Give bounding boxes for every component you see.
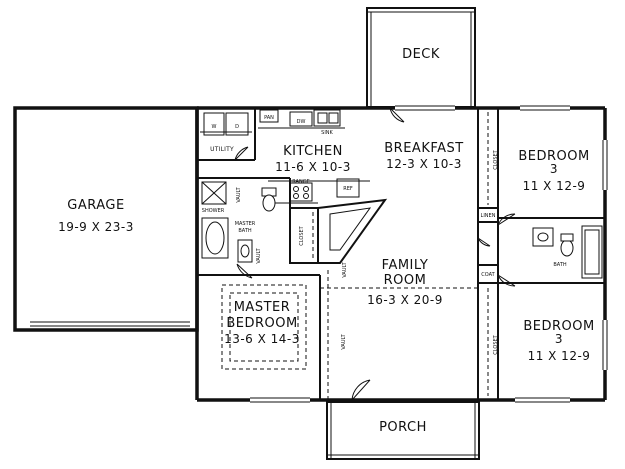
master-bedroom-label-2: BEDROOM: [226, 316, 297, 331]
washer-label: W: [212, 124, 217, 130]
bedroom-lower-number: 3: [555, 332, 563, 346]
utility-label: UTILITY: [210, 146, 234, 153]
hall-and-bedrooms: [477, 108, 605, 400]
master-bedroom-label-1: MASTER: [234, 300, 291, 315]
deck-label: DECK: [402, 47, 440, 62]
closet-lower-label: CLOSET: [493, 334, 499, 354]
utility-room: [197, 108, 256, 161]
bath-label: BATH: [553, 262, 567, 268]
shower-label: SHOWER: [202, 208, 225, 214]
bedroom-lower-label: BEDROOM: [523, 319, 594, 334]
vault-master-bath-label: VAULT: [236, 186, 242, 202]
bath-toilet: [560, 239, 574, 257]
family-room-label-1: FAMILY: [382, 258, 429, 273]
breakfast-label: BREAKFAST: [384, 141, 463, 156]
kitchen-dims: 11-6 X 10-3: [275, 160, 351, 174]
family-room-dims: 16-3 X 20-9: [367, 293, 443, 307]
bath-tub: [581, 225, 603, 279]
dw-label: DW: [297, 119, 306, 125]
master-bath: [197, 177, 291, 279]
bath-vanity: [532, 227, 554, 247]
coat-label: COAT: [481, 272, 495, 278]
closet-master-label: CLOSET: [299, 225, 305, 245]
bedroom-upper-dims: 11 X 12-9: [523, 179, 586, 193]
linen-label: LINEN: [481, 213, 496, 219]
master-bath-label-2: BATH: [238, 228, 252, 234]
garage-dims: 19-9 X 23-3: [58, 220, 134, 234]
washer: [203, 112, 225, 136]
range-label: RANGE: [292, 179, 309, 185]
garage-area: [13, 106, 199, 332]
house-walls: [195, 105, 608, 403]
range: [289, 182, 313, 202]
family-room-area: [320, 107, 478, 401]
vault-family-label: VAULT: [342, 261, 348, 277]
master-bedroom-dims: 13-6 X 14-3: [224, 332, 300, 346]
porch-area: [326, 401, 480, 460]
bedroom-upper-label: BEDROOM: [518, 149, 589, 164]
family-room-label-2: ROOM: [384, 273, 427, 288]
dryer-label: D: [235, 124, 239, 130]
breakfast-dims: 12-3 X 10-3: [386, 157, 462, 171]
sink-label: SINK: [321, 130, 333, 136]
refrigerator: [336, 178, 360, 198]
master-bedroom-area: [197, 274, 321, 400]
dryer: [225, 112, 249, 136]
kitchen-fixtures: [258, 109, 370, 204]
bath-toilet-tank: [560, 233, 574, 242]
toilet-bowl: [262, 194, 276, 212]
bedroom-lower-dims: 11 X 12-9: [528, 349, 591, 363]
fireplace: [317, 198, 388, 264]
kitchen-label: KITCHEN: [283, 144, 343, 159]
bedroom-upper-number: 3: [550, 162, 558, 176]
pan-label: PAN: [264, 115, 274, 121]
vanity: [237, 239, 253, 263]
ref-label: REF: [343, 186, 353, 192]
master-bath-label-1: MASTER: [235, 221, 256, 227]
pantry: [259, 109, 279, 123]
dishwasher: [289, 111, 313, 127]
porch-label: PORCH: [379, 420, 427, 435]
vault-hall-label: VAULT: [256, 247, 262, 263]
closet-upper-label: CLOSET: [493, 149, 499, 169]
garage-label: GARAGE: [67, 198, 124, 213]
vault-master-label: VAULT: [341, 333, 347, 349]
